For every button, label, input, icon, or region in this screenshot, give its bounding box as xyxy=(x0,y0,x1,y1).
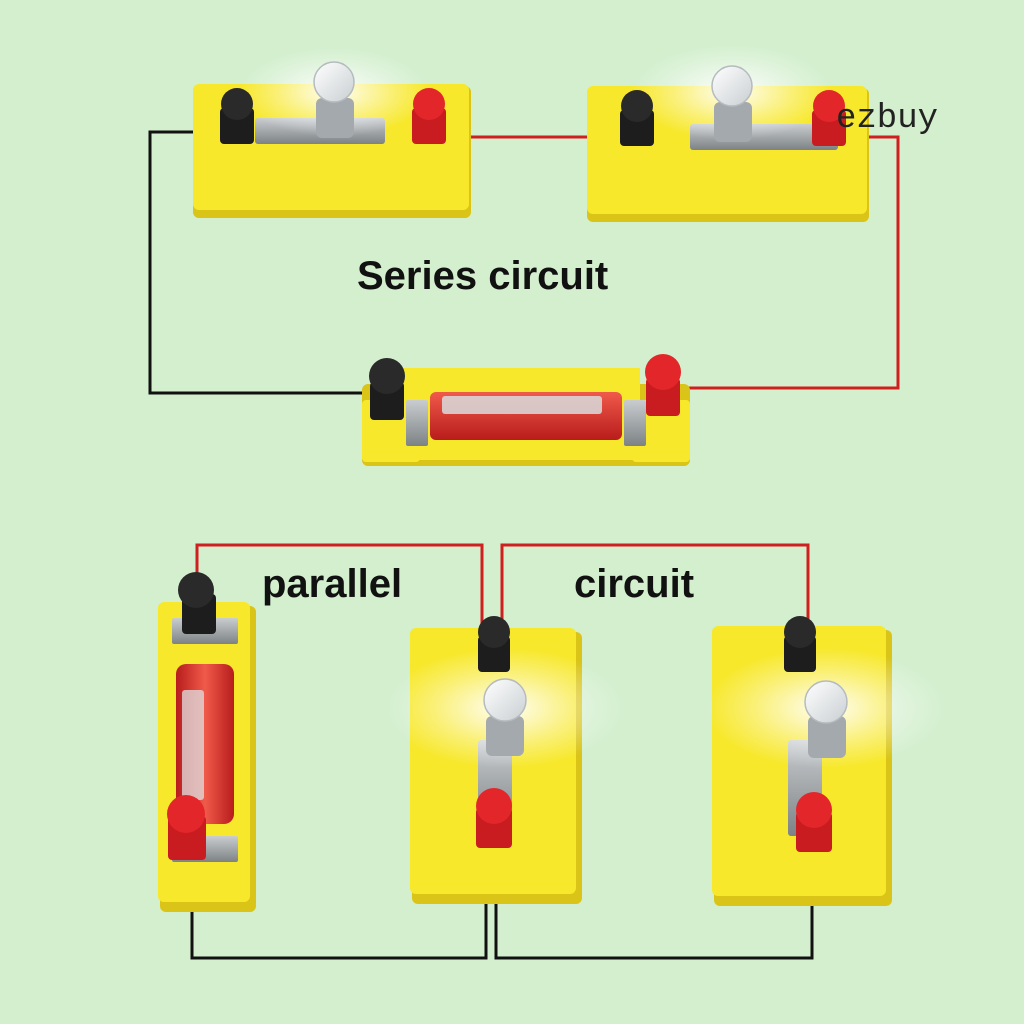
terminal-red xyxy=(796,792,832,828)
terminal-black xyxy=(178,572,214,608)
bulb-icon xyxy=(804,680,848,724)
watermark-logo: ezbuy xyxy=(836,100,939,138)
bulb-icon xyxy=(483,678,527,722)
bulb-holder-2 xyxy=(587,44,869,222)
bulb-holder-1 xyxy=(193,47,471,218)
parallel-label: parallel xyxy=(262,562,403,606)
battery-holder-series xyxy=(362,354,690,466)
terminal-black xyxy=(478,616,510,648)
parallel-red-wire-right xyxy=(500,543,810,630)
terminal-black xyxy=(621,90,653,122)
terminal-red xyxy=(645,354,681,390)
bulb-holder-4 xyxy=(706,616,946,906)
terminal-black xyxy=(221,88,253,120)
battery-holder-parallel xyxy=(158,572,256,912)
terminal-red xyxy=(167,795,205,833)
terminal-red xyxy=(413,88,445,120)
series-circuit-label: Series circuit xyxy=(357,254,609,298)
terminal-black xyxy=(369,358,405,394)
series-black-wire xyxy=(148,130,372,395)
parallel-circuit xyxy=(158,543,946,960)
terminal-red xyxy=(813,90,845,122)
series-circuit xyxy=(148,44,900,466)
bulb-holder-3 xyxy=(385,616,625,904)
terminal-black xyxy=(784,616,816,648)
bulb-icon xyxy=(711,65,753,107)
bulb-icon xyxy=(313,61,355,103)
circuit-label: circuit xyxy=(574,562,695,606)
terminal-red xyxy=(476,788,512,824)
parallel-red-wire-left xyxy=(195,543,484,630)
